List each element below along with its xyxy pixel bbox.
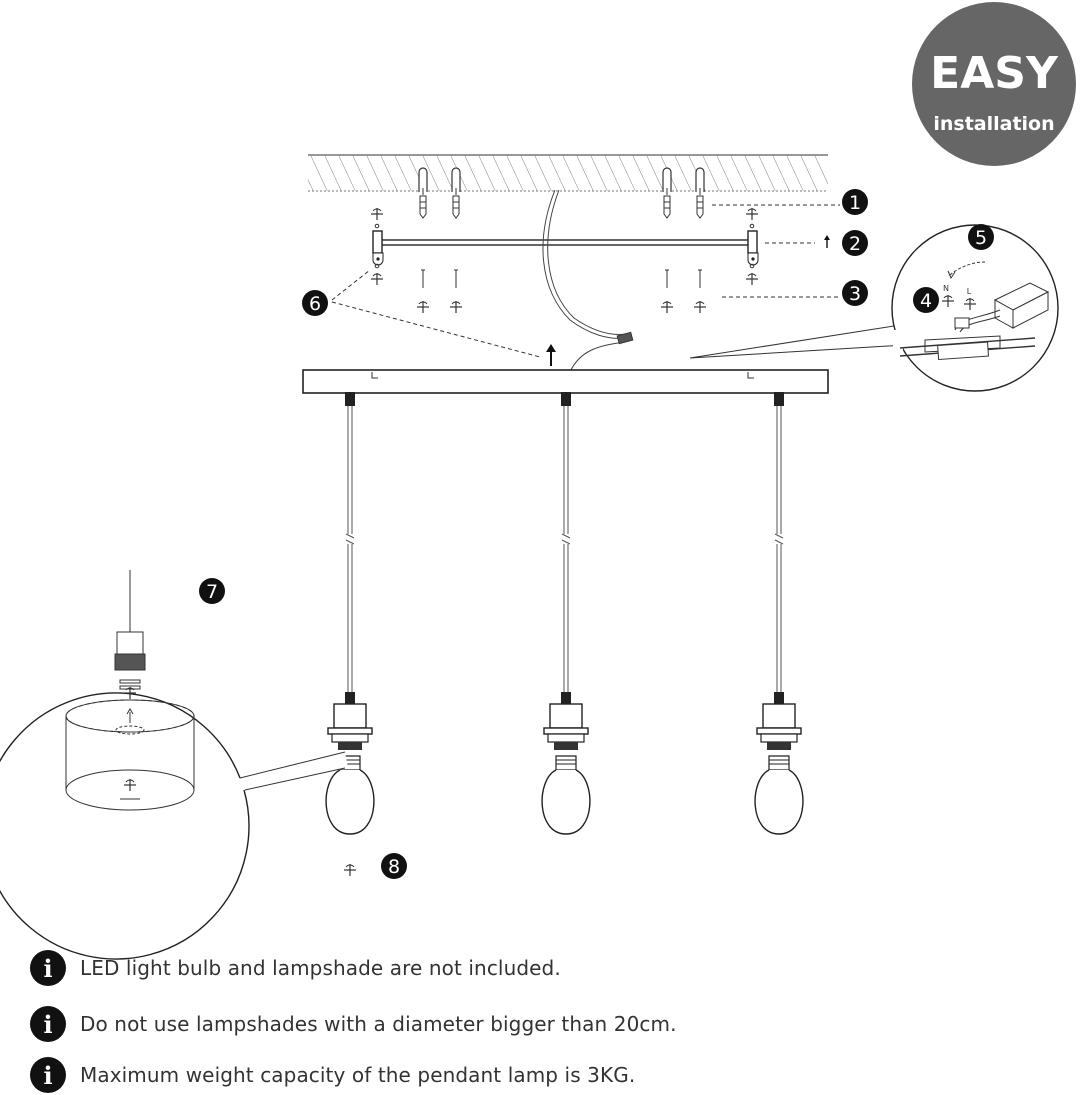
bulb-screw-icon xyxy=(343,863,357,877)
easy-installation-badge: EASY installation xyxy=(912,2,1076,166)
mounting-bracket xyxy=(372,230,759,266)
step2-arrow-icon xyxy=(824,235,830,248)
power-cable xyxy=(542,189,634,373)
ceiling xyxy=(308,154,828,192)
bracket-screws xyxy=(370,207,759,286)
step-4-marker: 4 xyxy=(913,287,939,313)
drill-holes xyxy=(418,167,705,192)
info-icon: i xyxy=(30,950,66,986)
svg-text:3: 3 xyxy=(849,283,861,305)
badge-subtitle: installation xyxy=(933,113,1054,135)
wire-label-neutral: N xyxy=(943,284,949,293)
step-5-marker: 5 xyxy=(968,224,994,250)
step-1-marker: 1 xyxy=(842,189,868,215)
pendant-center xyxy=(541,391,591,835)
lift-arrow-icon xyxy=(546,344,556,366)
note-text: Maximum weight capacity of the pendant l… xyxy=(80,1063,636,1087)
canopy-bar xyxy=(302,369,829,394)
info-icon: i xyxy=(30,1006,66,1042)
lampshade-detail-callout xyxy=(0,570,348,960)
svg-text:1: 1 xyxy=(849,192,861,214)
info-icon: i xyxy=(30,1057,66,1093)
step-markers: 1 2 3 4 5 6 7 8 xyxy=(199,189,994,879)
wall-plugs xyxy=(419,188,704,219)
badge-circle xyxy=(912,2,1076,166)
svg-text:7: 7 xyxy=(206,581,218,603)
ceiling-screws xyxy=(416,269,707,314)
note-text: Do not use lampshades with a diameter bi… xyxy=(80,1012,677,1036)
step-2-marker: 2 xyxy=(842,230,868,256)
step-6-marker: 6 xyxy=(302,290,328,316)
step-7-marker: 7 xyxy=(199,578,225,604)
wiring-detail-callout: N L xyxy=(689,224,1059,392)
svg-text:6: 6 xyxy=(309,293,321,315)
svg-text:4: 4 xyxy=(920,290,932,312)
note-item: i Maximum weight capacity of the pendant… xyxy=(30,1055,635,1095)
step-8-marker: 8 xyxy=(381,853,407,879)
pendant-right xyxy=(754,391,804,835)
wire-label-live: L xyxy=(967,287,972,296)
leader-lines xyxy=(331,204,840,358)
svg-text:5: 5 xyxy=(975,227,987,249)
badge-title: EASY xyxy=(930,48,1059,99)
step-3-marker: 3 xyxy=(842,280,868,306)
svg-text:2: 2 xyxy=(849,233,861,255)
note-item: i Do not use lampshades with a diameter … xyxy=(30,1004,677,1044)
note-item: i LED light bulb and lampshade are not i… xyxy=(30,948,561,988)
note-text: LED light bulb and lampshade are not inc… xyxy=(80,956,561,980)
svg-text:8: 8 xyxy=(388,856,400,878)
